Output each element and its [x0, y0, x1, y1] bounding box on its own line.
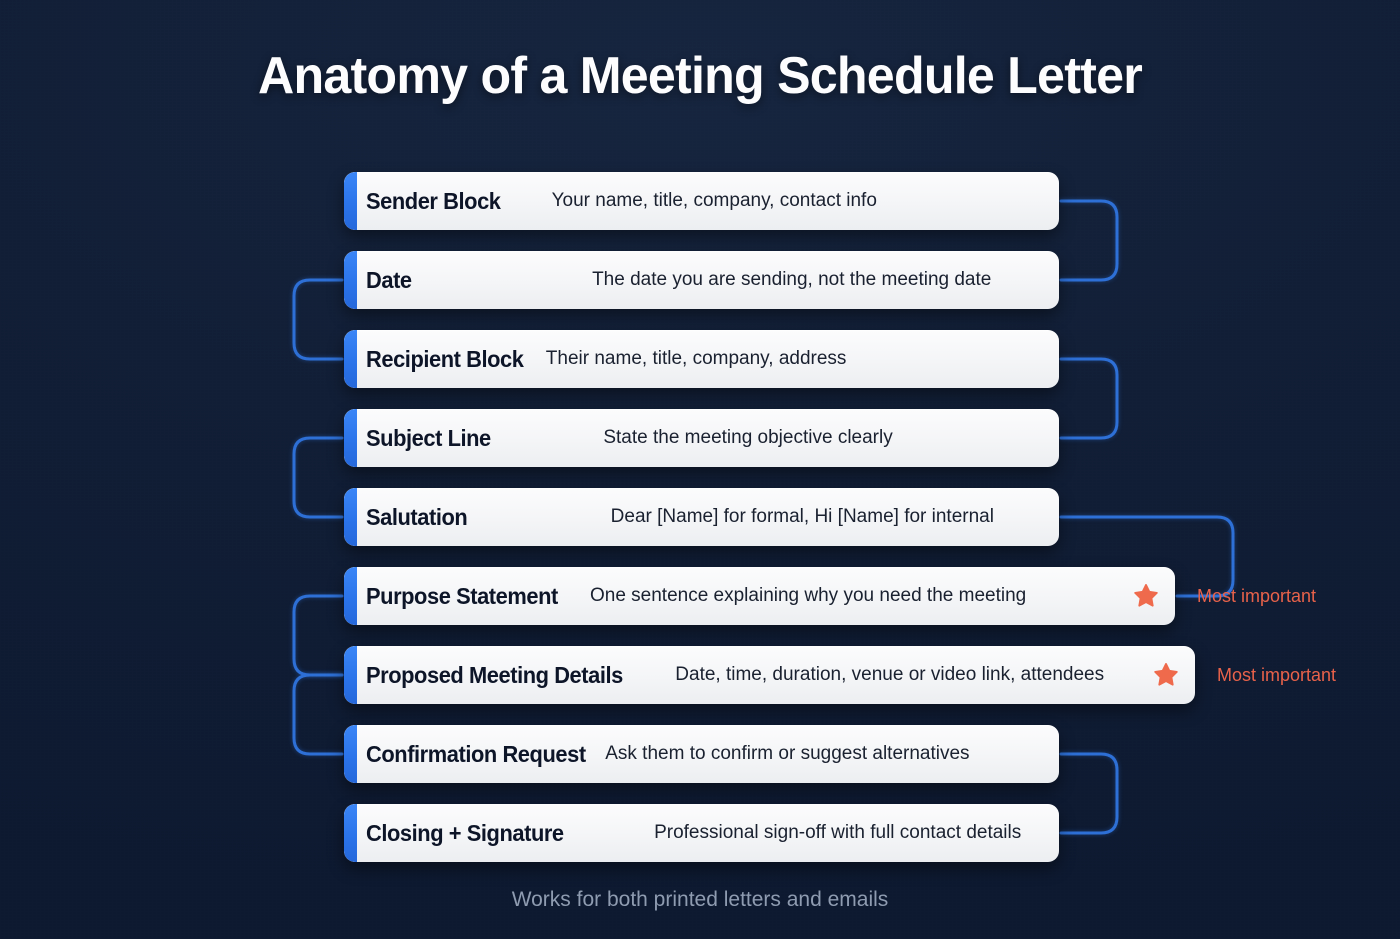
card-accent-bar — [344, 488, 357, 546]
connector-right — [1059, 752, 1119, 835]
part-description: State the meeting objective clearly — [603, 427, 893, 448]
part-label: Salutation — [366, 503, 468, 530]
part-label: Date — [366, 266, 412, 293]
part-description: Your name, title, company, contact info — [551, 190, 877, 211]
letter-part-card[interactable]: Salutation Dear [Name] for formal, Hi [Na… — [344, 488, 1059, 546]
part-description: Their name, title, company, address — [545, 348, 847, 369]
card-content: Subject Line State the meeting objective … — [344, 425, 1059, 452]
part-label: Closing + Signature — [366, 819, 564, 846]
letter-part-row: Recipient Block Their name, title, compan… — [344, 330, 1059, 388]
letter-part-card[interactable]: Recipient Block Their name, title, compan… — [344, 330, 1059, 388]
card-content: Closing + Signature Professional sign-off… — [344, 820, 1059, 847]
part-description: Date, time, duration, venue or video lin… — [675, 664, 1105, 685]
card-content: Salutation Dear [Name] for formal, Hi [Na… — [344, 504, 1059, 531]
part-description: One sentence explaining why you need the… — [589, 585, 1027, 606]
connector-right — [1059, 357, 1119, 440]
card-accent-bar — [344, 725, 357, 783]
connector-left — [292, 673, 344, 756]
letter-part-row: Confirmation Request Ask them to confirm … — [344, 725, 1059, 783]
card-accent-bar — [344, 409, 357, 467]
card-accent-bar — [344, 567, 357, 625]
connector-right — [1059, 199, 1119, 282]
part-label: Subject Line — [366, 424, 491, 451]
letter-part-row: Closing + Signature Professional sign-off… — [344, 804, 1059, 862]
letter-part-card[interactable]: Purpose Statement One sentence explaining… — [344, 567, 1175, 625]
letter-part-row: Subject Line State the meeting objective … — [344, 409, 1059, 467]
card-accent-bar — [344, 172, 357, 230]
letter-part-row: Salutation Dear [Name] for formal, Hi [Na… — [344, 488, 1059, 546]
card-accent-bar — [344, 251, 357, 309]
letter-part-card[interactable]: Date The date you are sending, not the me… — [344, 251, 1059, 309]
letter-part-card[interactable]: Sender Block Your name, title, company, c… — [344, 172, 1059, 230]
page-title: Anatomy of a Meeting Schedule Letter — [258, 47, 1143, 105]
card-content: Purpose Statement One sentence explaining… — [344, 583, 1175, 610]
card-accent-bar — [344, 646, 357, 704]
part-label: Recipient Block — [366, 345, 524, 372]
connector-left — [292, 278, 344, 361]
part-description: Dear [Name] for formal, Hi [Name] for in… — [610, 506, 994, 527]
card-content: Date The date you are sending, not the me… — [344, 267, 1059, 294]
part-description: The date you are sending, not the meetin… — [592, 269, 992, 290]
card-content: Confirmation Request Ask them to confirm … — [344, 741, 1059, 768]
part-label: Proposed Meeting Details — [366, 661, 623, 688]
letter-part-card[interactable]: Closing + Signature Professional sign-off… — [344, 804, 1059, 862]
connector-left — [292, 436, 344, 519]
star-icon — [1154, 663, 1178, 686]
part-label: Purpose Statement — [366, 582, 558, 609]
card-content: Proposed Meeting Details Date, time, dura… — [344, 662, 1195, 689]
card-content: Recipient Block Their name, title, compan… — [344, 346, 1059, 373]
most-important-tag: Most important — [1217, 664, 1337, 685]
card-accent-bar — [344, 804, 357, 862]
card-accent-bar — [344, 330, 357, 388]
part-description: Ask them to confirm or suggest alternati… — [605, 743, 970, 764]
card-content: Sender Block Your name, title, company, c… — [344, 188, 1059, 215]
letter-part-card[interactable]: Subject Line State the meeting objective … — [344, 409, 1059, 467]
letter-part-row: Date The date you are sending, not the me… — [344, 251, 1059, 309]
star-icon — [1134, 584, 1158, 607]
part-label: Confirmation Request — [366, 740, 586, 767]
letter-part-card[interactable]: Confirmation Request Ask them to confirm … — [344, 725, 1059, 783]
connector-left — [292, 594, 344, 677]
most-important-tag: Most important — [1197, 585, 1317, 606]
letter-part-row: Sender Block Your name, title, company, c… — [344, 172, 1059, 230]
footer-note: Works for both printed letters and email… — [511, 888, 889, 911]
part-label: Sender Block — [366, 187, 501, 214]
letter-part-row: Proposed Meeting Details Date, time, dura… — [344, 646, 1336, 704]
part-description: Professional sign-off with full contact … — [654, 822, 1022, 843]
letter-part-row: Purpose Statement One sentence explaining… — [344, 567, 1316, 625]
letter-part-card[interactable]: Proposed Meeting Details Date, time, dura… — [344, 646, 1195, 704]
